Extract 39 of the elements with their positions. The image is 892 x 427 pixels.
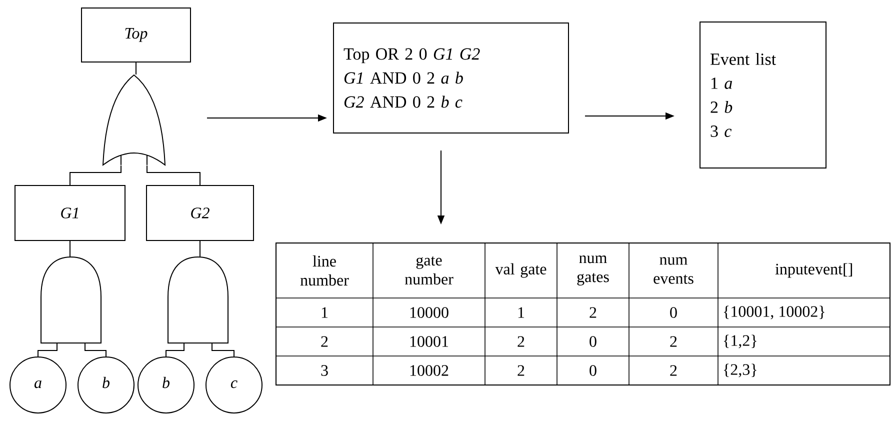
table-cell: 1 <box>322 307 328 318</box>
table-cell: 2 <box>518 365 524 376</box>
table-cell: 2 <box>321 336 328 347</box>
gate-box: G2 <box>146 185 254 241</box>
table-cell: {1,2} <box>724 334 756 348</box>
table-cell: 2 <box>518 336 524 347</box>
connector-line <box>212 343 234 357</box>
table-cell: val gate <box>495 263 546 278</box>
table-cell: inputevent[] <box>775 263 852 278</box>
and-gate <box>40 256 102 344</box>
table-cell: 2 <box>590 307 596 318</box>
gate-box: G1 <box>14 185 126 241</box>
table-cell: line number <box>300 255 349 286</box>
table-cell: 2 <box>670 336 677 347</box>
table-cell: 1 <box>518 307 524 318</box>
text-box: Top OR 2 0 G1 G2 G1 AND 0 2 a b G2 AND 0 2 b c <box>333 22 569 134</box>
table-cell: 10002 <box>410 365 448 376</box>
table-cell: 10000 <box>410 307 448 318</box>
table-cell: num gates <box>577 256 609 286</box>
connector-line <box>84 343 106 357</box>
table-cell: {10001, 10002} <box>724 306 824 320</box>
connector-line <box>146 165 200 186</box>
data-table <box>276 242 890 386</box>
table-cell: num events <box>654 257 694 284</box>
connector-line <box>70 165 122 186</box>
table-cell: 3 <box>321 365 328 376</box>
table-cell: {2,3} <box>724 364 756 378</box>
table-cell: 0 <box>590 365 596 376</box>
table-cell: gate number <box>404 256 454 285</box>
connector-line <box>38 343 58 357</box>
list-box: Event list 1 a 2 b 3 c <box>700 22 826 168</box>
table-cell: 10001 <box>410 336 448 347</box>
table-cell: 0 <box>590 336 596 347</box>
or-gate <box>102 74 166 166</box>
gate-box: Top <box>81 8 191 62</box>
and-gate <box>168 256 228 344</box>
table-cell: 2 <box>670 365 677 376</box>
connector-line <box>166 343 184 357</box>
table-cell: 0 <box>670 307 677 318</box>
